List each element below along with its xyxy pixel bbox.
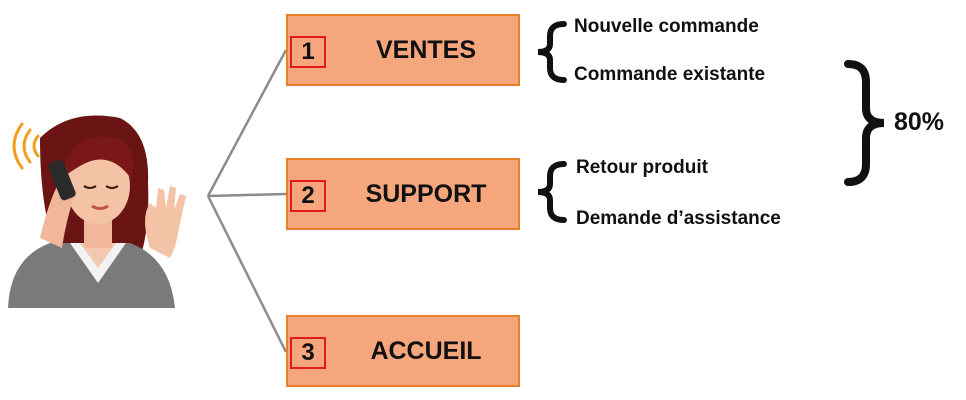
connector-ventes <box>206 49 288 197</box>
menu-option-support: 2 SUPPORT <box>286 158 520 230</box>
menu-option-ventes: 1 VENTES <box>286 14 520 86</box>
menu-number: 2 <box>290 180 326 212</box>
menu-label: VENTES <box>375 35 477 64</box>
menu-number: 3 <box>290 337 326 369</box>
menu-number: 1 <box>290 36 326 68</box>
woman-on-phone-icon <box>8 115 186 308</box>
curly-brace-icon <box>537 21 567 83</box>
option-nouvelle-commande: Nouvelle commande <box>574 16 759 37</box>
menu-label: SUPPORT <box>365 179 487 208</box>
option-retour-produit: Retour produit <box>576 157 708 178</box>
menu-option-accueil: 3 ACCUEIL <box>286 315 520 387</box>
option-commande-existante: Commande existante <box>574 64 766 85</box>
percentage-label: 80% <box>894 108 945 136</box>
connector-accueil <box>206 195 288 353</box>
option-demande-assistance: Demande d’assistance <box>576 208 781 229</box>
menu-label: ACCUEIL <box>370 336 482 365</box>
curly-brace-icon <box>844 60 885 186</box>
connector-support <box>207 192 287 198</box>
curly-brace-icon <box>537 161 567 223</box>
